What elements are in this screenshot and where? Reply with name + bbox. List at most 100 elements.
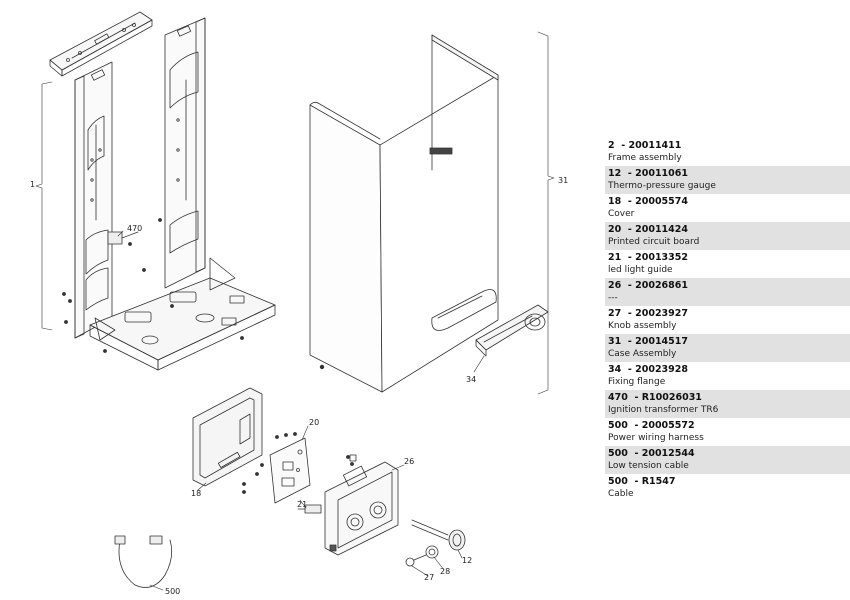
printed-circuit-board bbox=[269, 437, 311, 504]
exploded-parts-diagram bbox=[35, 11, 555, 591]
part-ref-code: 2 - 20011411 bbox=[608, 138, 850, 151]
part-code: 20023927 bbox=[635, 308, 688, 319]
part-code: R10026031 bbox=[641, 392, 702, 403]
callout-28: 28 bbox=[440, 567, 451, 576]
part-separator: - bbox=[621, 168, 636, 179]
frame-right-rail bbox=[164, 17, 206, 289]
part-code: 20013352 bbox=[635, 252, 688, 263]
part-ref: 20 bbox=[608, 224, 622, 235]
part-separator: - bbox=[627, 448, 642, 459]
part-ref-code: 12 - 20011061 bbox=[608, 166, 850, 179]
part-ref: 18 bbox=[608, 196, 622, 207]
callout-1: 1 bbox=[30, 180, 36, 189]
part-separator: - bbox=[621, 308, 636, 319]
part-description: Case Assembly bbox=[608, 349, 677, 359]
part-ref-code: 470 - R10026031 bbox=[608, 390, 850, 403]
control-panel bbox=[324, 454, 399, 556]
part-separator: - bbox=[621, 252, 636, 263]
part-code: 20005572 bbox=[641, 420, 695, 431]
part-ref: 2 bbox=[608, 140, 615, 151]
callout-20: 20 bbox=[309, 418, 320, 427]
screws bbox=[62, 218, 354, 494]
part-ref-code: 21 - 20013352 bbox=[608, 250, 850, 263]
case-assembly bbox=[309, 34, 499, 393]
part-ref: 26 bbox=[608, 280, 622, 291]
part-separator: - bbox=[627, 420, 642, 431]
part-separator: - bbox=[621, 196, 636, 207]
part-ref: 34 bbox=[608, 364, 622, 375]
part-code: 20005574 bbox=[635, 196, 688, 207]
part-description: Ignition transformer TR6 bbox=[608, 405, 719, 415]
part-ref-code: 500 - R1547 bbox=[608, 474, 850, 487]
part-ref-code: 34 - 20023928 bbox=[608, 362, 850, 375]
leader-lines bbox=[35, 31, 555, 591]
callout-18: 18 bbox=[191, 489, 202, 498]
frame-base-plate bbox=[89, 257, 276, 371]
part-separator: - bbox=[621, 224, 636, 235]
wiring-harness bbox=[114, 535, 173, 588]
part-ref: 500 bbox=[608, 476, 628, 487]
callout-34: 34 bbox=[466, 375, 477, 384]
callout-21: 21 bbox=[297, 500, 308, 509]
callout-27: 27 bbox=[424, 573, 435, 582]
thermo-pressure-gauge bbox=[411, 519, 466, 551]
part-description: Low tension cable bbox=[608, 461, 689, 471]
part-description: Knob assembly bbox=[608, 321, 677, 331]
part-description: --- bbox=[608, 293, 618, 303]
part-ref-code: 27 - 20023927 bbox=[608, 306, 850, 319]
part-code: 20012544 bbox=[641, 448, 695, 459]
part-description: led light guide bbox=[608, 265, 673, 275]
part-ref: 21 bbox=[608, 252, 622, 263]
part-description: Fixing flange bbox=[608, 377, 666, 387]
part-ref-code: 20 - 20011424 bbox=[608, 222, 850, 235]
part-row: 21 - 20013352 led light guide bbox=[605, 250, 850, 278]
part-separator: - bbox=[621, 364, 636, 375]
knob-assembly bbox=[405, 545, 439, 567]
part-description: Printed circuit board bbox=[608, 237, 700, 247]
frame-left-rail bbox=[74, 61, 113, 339]
part-ref-code: 500 - 20012544 bbox=[608, 446, 850, 459]
part-ref-code: 500 - 20005572 bbox=[608, 418, 850, 431]
callout-31: 31 bbox=[558, 176, 569, 185]
ignition-transformer bbox=[107, 231, 139, 246]
callout-500: 500 bbox=[165, 587, 181, 596]
part-description: Cover bbox=[608, 209, 635, 219]
part-ref-code: 31 - 20014517 bbox=[608, 334, 850, 347]
part-code: R1547 bbox=[641, 476, 676, 487]
part-code: 20026861 bbox=[635, 280, 688, 291]
part-ref: 470 bbox=[608, 392, 628, 403]
part-description: Thermo-pressure gauge bbox=[608, 181, 716, 191]
part-separator: - bbox=[627, 476, 642, 487]
part-description: Cable bbox=[608, 489, 634, 499]
part-ref-code: 18 - 20005574 bbox=[608, 194, 850, 207]
part-ref: 500 bbox=[608, 448, 628, 459]
part-ref: 12 bbox=[608, 168, 622, 179]
part-code: 20023928 bbox=[635, 364, 688, 375]
part-code: 20014517 bbox=[635, 336, 688, 347]
part-code: 20011411 bbox=[628, 140, 682, 151]
part-code: 20011061 bbox=[635, 168, 688, 179]
part-ref-code: 26 - 20026861 bbox=[608, 278, 850, 291]
callout-26: 26 bbox=[404, 457, 415, 466]
callout-12: 12 bbox=[462, 556, 473, 565]
part-description: Frame assembly bbox=[608, 153, 682, 163]
part-separator: - bbox=[621, 280, 636, 291]
mounting-bracket bbox=[49, 11, 153, 77]
part-ref: 27 bbox=[608, 308, 622, 319]
part-description: Power wiring harness bbox=[608, 433, 704, 443]
callout-470: 470 bbox=[127, 224, 143, 233]
part-separator: - bbox=[627, 392, 642, 403]
cover-part bbox=[192, 387, 263, 487]
